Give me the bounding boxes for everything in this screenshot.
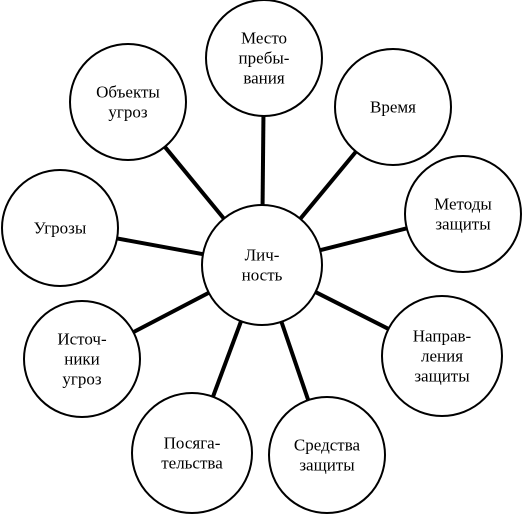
node-napravleniya-label-line-3: защиты — [414, 367, 470, 386]
center-node-circle — [201, 204, 323, 326]
node-ugrozy: Угрозы — [1, 169, 119, 287]
connectors — [116, 115, 408, 401]
node-mesto-circle — [205, 0, 323, 117]
center-node-label-line-1: Лич- — [245, 246, 280, 265]
connector-ugrozy — [116, 236, 204, 257]
node-mesto-label-line-2: пребы- — [239, 49, 290, 68]
node-vremya-circle — [334, 48, 452, 166]
connector-napravleniya — [314, 290, 390, 331]
node-posyagatelstva-label-line-2: тельства — [161, 454, 223, 473]
node-obekty-circle — [69, 43, 187, 161]
connector-posyagatelstva — [211, 320, 243, 398]
node-posyagatelstva-circle — [131, 392, 253, 514]
connector-obekty — [163, 145, 226, 220]
node-napravleniya-label-line-1: Направ- — [413, 327, 472, 346]
node-istochniki-label-line-1: Источ- — [57, 330, 107, 349]
node-sredstva-circle — [268, 396, 386, 514]
node-vremya: Время — [334, 48, 452, 166]
center-node: Лич-ность — [201, 204, 323, 326]
center-node-label-line-2: ность — [242, 266, 283, 285]
node-metody-label-line-2: защиты — [435, 215, 491, 234]
node-ugrozy-label-line-1: Угрозы — [34, 219, 87, 238]
node-istochniki-label-line-2: ники — [64, 350, 100, 369]
connector-sredstva — [279, 321, 311, 401]
node-istochniki-label-line-3: угроз — [62, 370, 101, 389]
node-sredstva-label-line-2: защиты — [299, 456, 355, 475]
connector-mesto — [260, 115, 266, 206]
connector-istochniki — [132, 291, 210, 334]
node-vremya-label-line-1: Время — [370, 98, 416, 117]
node-napravleniya-label-line-2: ления — [421, 347, 463, 366]
node-napravleniya-circle — [381, 295, 503, 417]
node-mesto-label-line-1: Место — [241, 29, 287, 48]
connector-metody — [319, 226, 408, 253]
node-metody-circle — [404, 155, 522, 273]
node-obekty-label-line-1: Объекты — [96, 83, 160, 102]
node-sredstva-label-line-1: Средства — [294, 436, 361, 455]
node-mesto-label-line-3: вания — [243, 69, 285, 88]
node-ugrozy-circle — [1, 169, 119, 287]
node-metody-label-line-1: Методы — [434, 195, 492, 214]
node-posyagatelstva: Посяга-тельства — [131, 392, 253, 514]
node-obekty-label-line-2: угроз — [108, 103, 147, 122]
node-istochniki-circle — [23, 300, 141, 418]
node-posyagatelstva-label-line-1: Посяга- — [164, 434, 221, 453]
connector-vremya — [298, 150, 358, 221]
